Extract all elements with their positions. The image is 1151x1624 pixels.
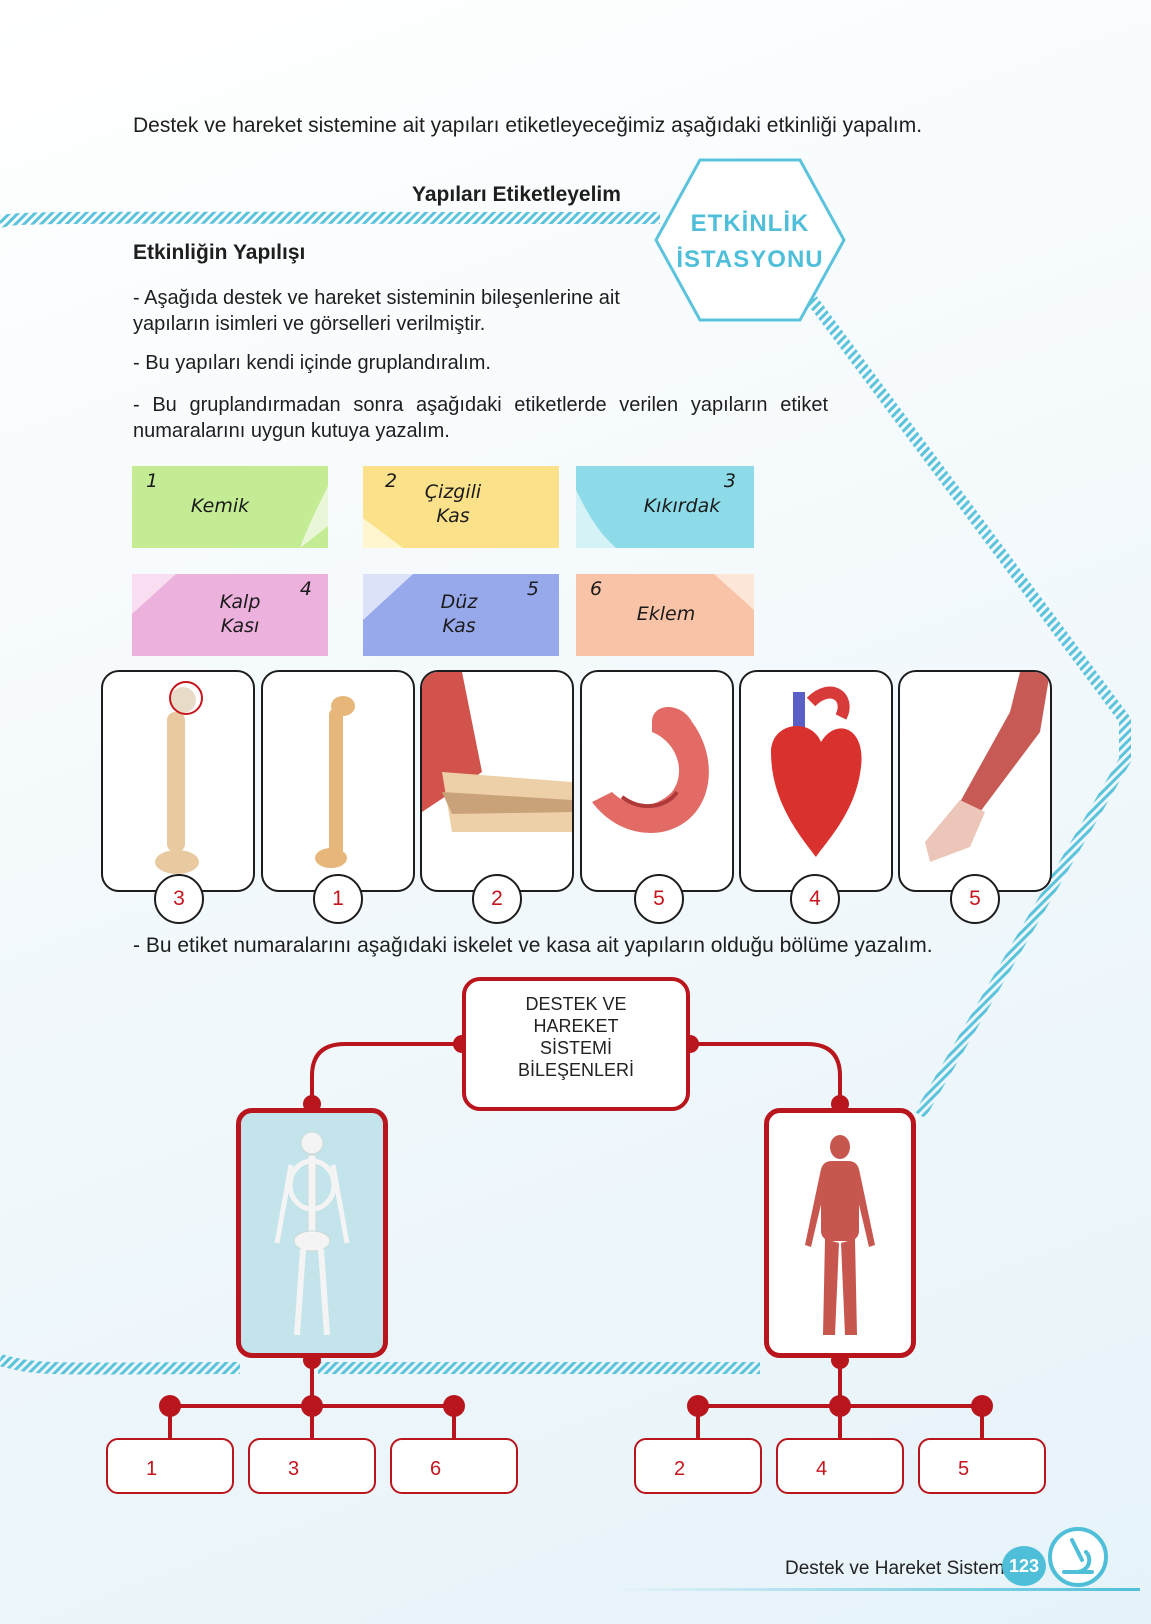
stomach-icon: [592, 707, 709, 833]
page-curl-icon: [363, 518, 403, 548]
skeleton-icon: [274, 1131, 350, 1336]
arm-muscles-icon: [925, 672, 1050, 862]
answer-box-left-1[interactable]: 1: [106, 1438, 234, 1494]
answer-circle[interactable]: 5: [634, 874, 684, 924]
answer-value: 2: [674, 1458, 686, 1480]
card-heart: [739, 670, 893, 892]
hub-line: SİSTEMİ: [539, 1038, 612, 1058]
label-note-5: 5 Düz Kas: [363, 574, 559, 656]
skeleton-panel: [236, 1108, 388, 1358]
label-text: Kas: [442, 615, 476, 637]
page-curl-icon: [363, 574, 413, 620]
answer-value: 6: [430, 1458, 442, 1480]
label-number: 4: [299, 578, 312, 600]
footer-text: Destek ve Hareket Sistemi: [785, 1558, 1009, 1579]
hub-line: DESTEK VE: [525, 994, 627, 1014]
label-number: 5: [526, 578, 539, 600]
answer-value: 5: [958, 1458, 970, 1480]
activity-badge: ETKİNLİK İSTASYONU: [652, 156, 848, 324]
intro-text: Destek ve hareket sistemine ait yapıları…: [133, 114, 923, 137]
footer-rule: [610, 1588, 1140, 1591]
label-text: Kas: [436, 505, 470, 527]
answer-box-right-3[interactable]: 5: [918, 1438, 1046, 1494]
elbow-muscle-icon: [422, 672, 572, 832]
label-text: Kıkırdak: [643, 495, 721, 517]
label-text: Eklem: [636, 603, 696, 625]
hub-box: DESTEK VE HAREKET SİSTEMİ BİLEŞENLERİ: [462, 977, 690, 1111]
instruction-3: - Bu gruplandırmadan sonra aşağıdaki eti…: [133, 394, 828, 442]
page-curl-icon: [132, 574, 176, 614]
hub-line: HAREKET: [533, 1016, 619, 1036]
page-curl-icon: [300, 486, 328, 548]
label-text: Kemik: [190, 495, 250, 517]
answer-value: 3: [288, 1458, 300, 1480]
answer-box-right-2[interactable]: 4: [776, 1438, 904, 1494]
answer-circle[interactable]: 2: [472, 874, 522, 924]
label-number: 3: [723, 470, 736, 492]
answer-box-left-3[interactable]: 6: [390, 1438, 518, 1494]
label-text: Kalp: [219, 591, 261, 613]
card-bone: [261, 670, 415, 892]
badge-line2: İSTASYONU: [676, 246, 824, 273]
label-text: Çizgili: [424, 481, 482, 503]
page-curl-icon: [576, 490, 616, 548]
activity-title: Yapıları Etiketleyelim: [412, 183, 621, 206]
badge-line1: ETKİNLİK: [690, 210, 810, 237]
answer-box-right-1[interactable]: 2: [634, 1438, 762, 1494]
answer-circle[interactable]: 4: [790, 874, 840, 924]
label-note-1: 1 Kemik: [132, 466, 328, 548]
hub-line: BİLEŞENLERİ: [517, 1060, 635, 1080]
instruction-1: - Aşağıda destek ve hareket sisteminin b…: [133, 287, 620, 335]
label-number: 1: [146, 470, 159, 492]
card-stomach: [580, 670, 734, 892]
card-femur-cartilage: [101, 670, 255, 892]
answer-circle[interactable]: 1: [313, 874, 363, 924]
heart-icon: [771, 686, 862, 857]
femur-cartilage-icon: [155, 681, 203, 874]
instruction-2: - Bu yapıları kendi içinde gruplandıralı…: [133, 352, 491, 374]
label-text: Kası: [220, 615, 260, 637]
label-number: 2: [385, 470, 398, 492]
answer-circle[interactable]: 5: [950, 874, 1000, 924]
muscular-body-icon: [805, 1135, 875, 1335]
microscope-icon: [1048, 1527, 1108, 1587]
page-number: 123: [1008, 1556, 1040, 1576]
muscle-panel: [764, 1108, 916, 1358]
label-note-6: 6 Eklem: [576, 574, 754, 656]
answer-value: 1: [146, 1458, 158, 1480]
answer-box-left-2[interactable]: 3: [248, 1438, 376, 1494]
hexagon-icon: [654, 158, 846, 322]
page-curl-icon: [714, 574, 754, 610]
card-elbow-muscle: [420, 670, 574, 892]
answer-value: 4: [816, 1458, 828, 1480]
how-to-heading: Etkinliğin Yapılışı: [133, 241, 306, 264]
label-number: 6: [590, 578, 603, 600]
page-number-badge: 123: [1002, 1546, 1046, 1586]
bone-icon: [315, 696, 355, 868]
label-note-3: 3 Kıkırdak: [576, 466, 754, 548]
label-note-4: 4 Kalp Kası: [132, 574, 328, 656]
label-text: Düz: [440, 591, 478, 613]
label-note-2: 2 Çizgili Kas: [363, 466, 559, 548]
instruction-4: - Bu etiket numaralarını aşağıdaki iskel…: [133, 934, 933, 957]
answer-circle[interactable]: 3: [154, 874, 204, 924]
